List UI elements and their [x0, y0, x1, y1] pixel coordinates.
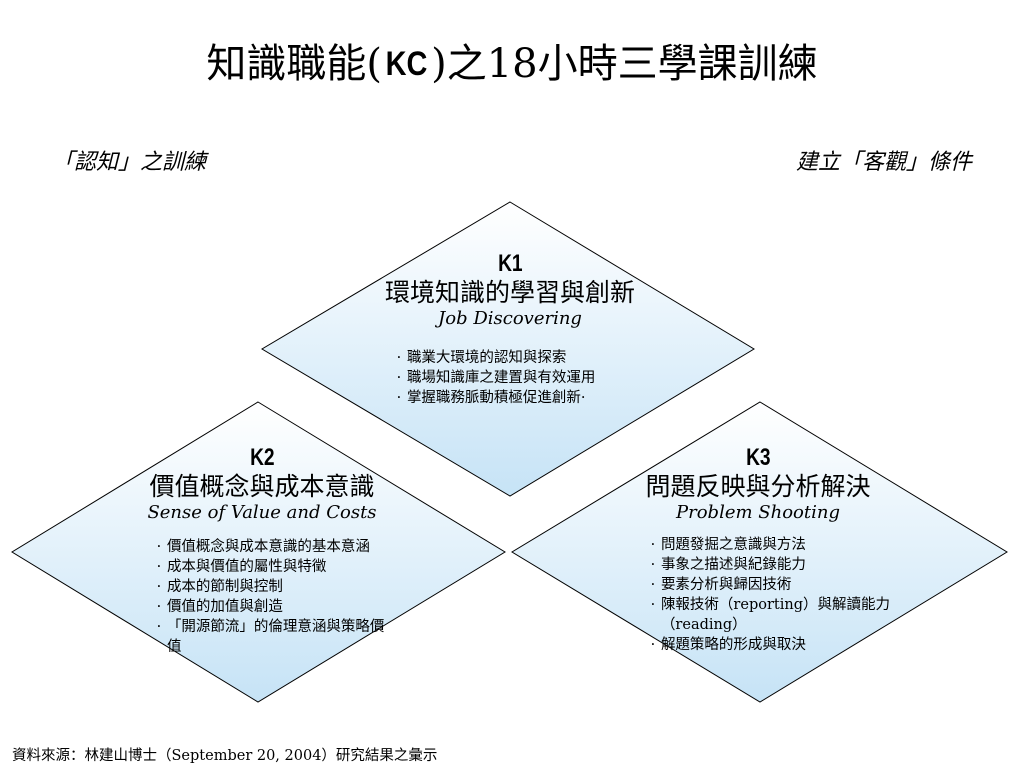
list-item: 價值的加值與創造	[151, 597, 389, 617]
k1-header: K1 環境知識的學習與創新 Job Discovering	[310, 250, 710, 330]
list-item: 問題發掘之意識與方法	[645, 535, 890, 555]
list-item: （reading）	[660, 617, 747, 633]
list-item: 陳報技術（reporting）與解讀能力	[645, 595, 890, 615]
list-item: 成本與價值的屬性與特徵	[151, 557, 389, 577]
list-item: 「開源節流」的倫理意涵與策略價值	[151, 617, 389, 657]
source-citation: 資料來源：林建山博士（September 20, 2004）研究結果之彙示	[12, 748, 438, 764]
k2-bullet-list: 價值概念與成本意識的基本意涵 成本與價值的屬性與特徵 成本的節制與控制 價值的加…	[151, 537, 389, 657]
subtitle-cognition-training: 「認知」之訓練	[52, 150, 207, 175]
title-prefix: 知識職能(	[206, 41, 382, 87]
k2-title: 價值概念與成本意識	[149, 472, 375, 501]
k3-code: K3	[745, 444, 771, 471]
k1-title: 環境知識的學習與創新	[384, 278, 635, 307]
page-title: 知識職能(KC)之18小時三學課訓練	[0, 36, 1024, 92]
k1-english: Job Discovering	[438, 308, 582, 329]
k1-bullet-list: 職業大環境的認知與探索 職場知識庫之建置與有效運用 掌握職務脈動積極促進創新·	[391, 348, 596, 408]
k2-english: Sense of Value and Costs	[147, 502, 377, 523]
k3-english: Problem Shooting	[676, 502, 840, 523]
list-item: 解題策略的形成與取決	[645, 635, 890, 655]
list-item: 職場知識庫之建置與有效運用	[391, 368, 596, 388]
list-item: 價值概念與成本意識的基本意涵	[151, 537, 389, 557]
k3-title: 問題反映與分析解決	[645, 472, 871, 501]
list-item: 要素分析與歸因技術	[645, 575, 890, 595]
title-kc: KC	[385, 45, 428, 83]
list-item: 成本的節制與控制	[151, 577, 389, 597]
k2-code: K2	[249, 444, 275, 471]
list-item: 事象之描述與紀錄能力	[645, 555, 890, 575]
title-suffix: )之18小時三學課訓練	[431, 41, 818, 87]
k3-bullet-list: 問題發掘之意識與方法 事象之描述與紀錄能力 要素分析與歸因技術 陳報技術（rep…	[645, 535, 890, 655]
k1-code: K1	[497, 250, 523, 277]
list-item: 職業大環境的認知與探索	[391, 348, 595, 368]
subtitle-objective-conditions: 建立「客觀」條件	[795, 150, 972, 175]
list-item: 掌握職務脈動積極促進創新·	[391, 388, 595, 408]
k2-header: K2 價值概念與成本意識 Sense of Value and Costs	[62, 444, 462, 524]
k3-header: K3 問題反映與分析解決 Problem Shooting	[558, 444, 958, 524]
